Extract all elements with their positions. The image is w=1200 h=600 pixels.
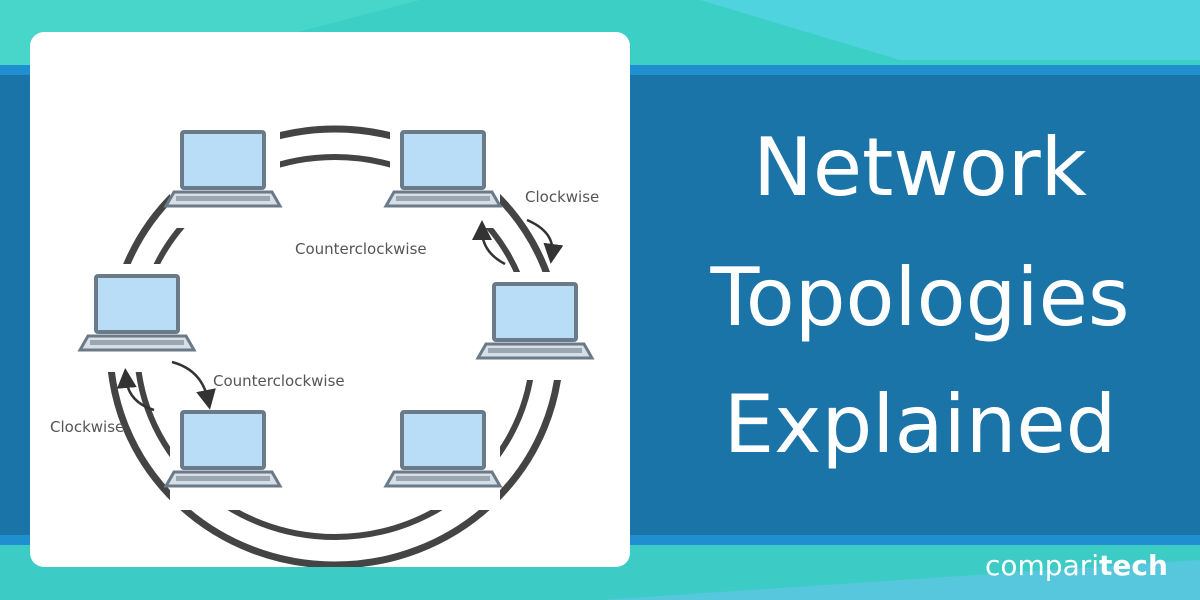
laptop-icon <box>164 120 282 228</box>
laptop-icon <box>384 402 502 510</box>
comparitech-logo: comparitech <box>985 552 1168 580</box>
label-counterclockwise-top: Counterclockwise <box>295 240 427 258</box>
counterclockwise-arrow-icon <box>171 360 216 410</box>
clockwise-arrow-icon <box>526 218 564 264</box>
clockwise-arrow-icon <box>116 368 155 412</box>
counterclockwise-arrow-icon <box>472 220 506 266</box>
logo-part-1: compari <box>985 549 1100 582</box>
headline-line-2: Topologies <box>710 251 1130 344</box>
label-counterclockwise-bottom: Counterclockwise <box>213 372 345 390</box>
ring-topology-diagram: Clockwise Counterclockwise Counterclockw… <box>50 120 599 567</box>
headline-line-3: Explained <box>723 378 1117 471</box>
laptop-icon <box>384 120 502 228</box>
label-clockwise-top: Clockwise <box>525 188 599 206</box>
diagram-card: Clockwise Counterclockwise Counterclockw… <box>30 32 630 567</box>
laptop-icon <box>164 402 282 510</box>
headline-line-1: Network <box>752 121 1088 214</box>
logo-part-2: tech <box>1099 549 1168 582</box>
label-clockwise-bottom: Clockwise <box>50 418 124 436</box>
laptop-icon <box>78 264 196 372</box>
laptop-icon <box>476 272 594 380</box>
